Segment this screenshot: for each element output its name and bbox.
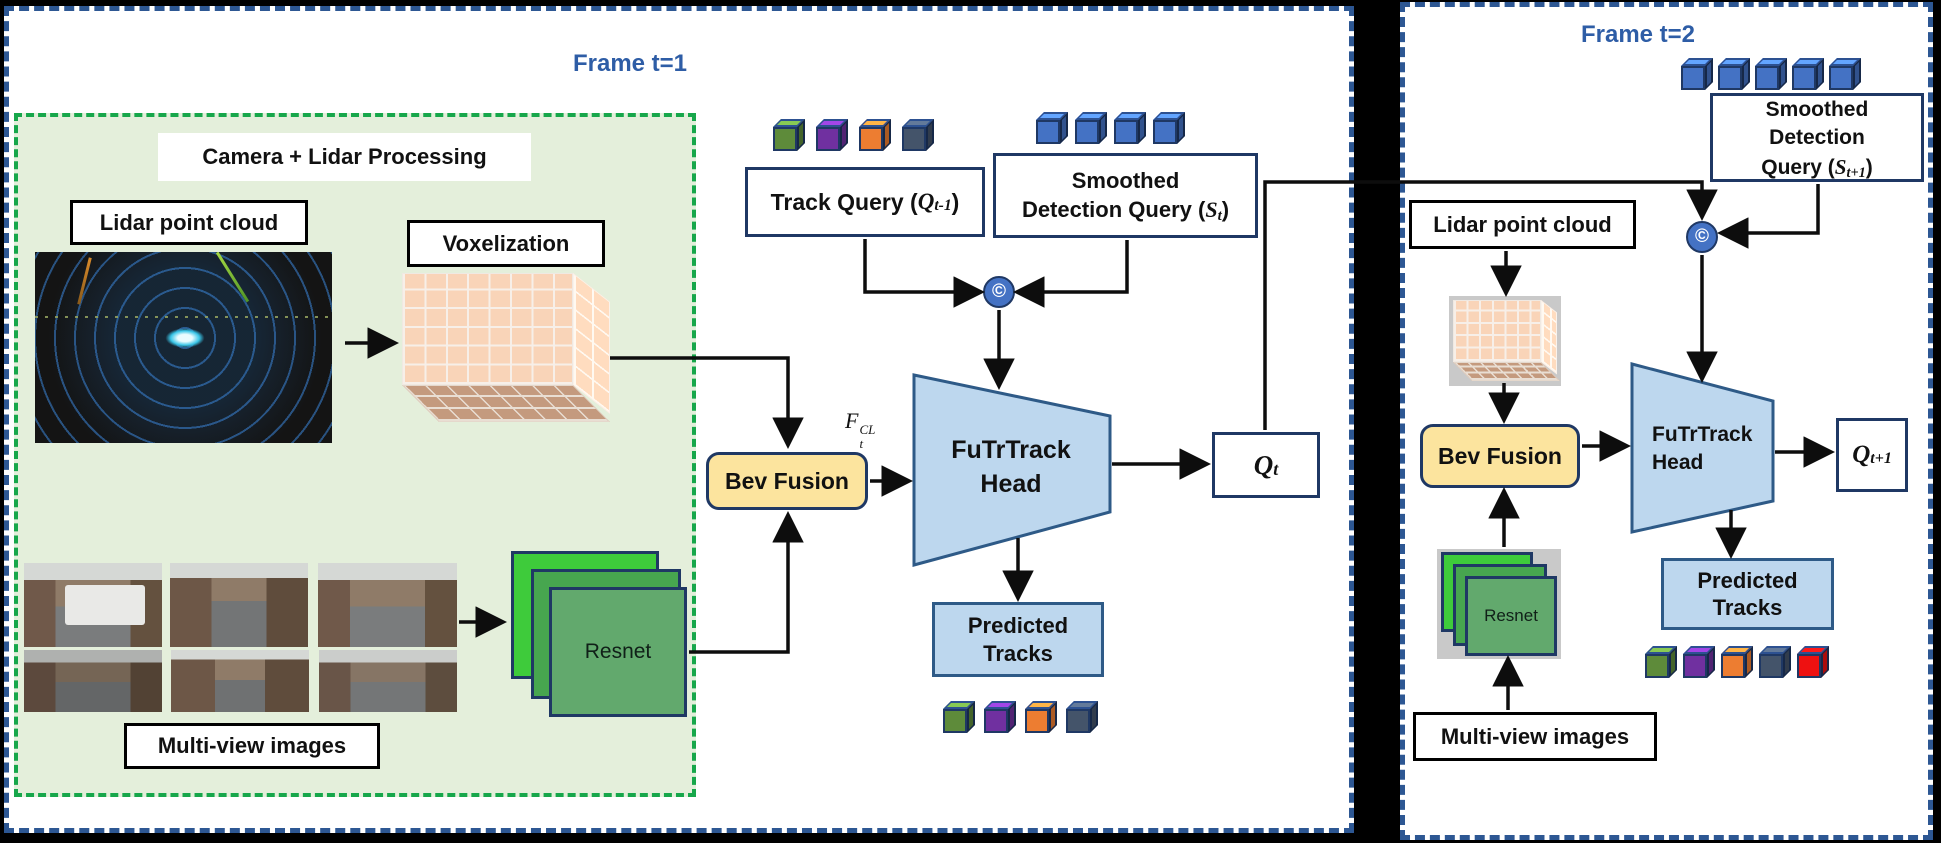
query-cube xyxy=(859,119,891,151)
concat-icon-t1: © xyxy=(983,276,1015,308)
track-cube xyxy=(1721,646,1753,678)
detection-cube xyxy=(1792,58,1824,90)
track-cube xyxy=(1759,646,1791,678)
track-cube xyxy=(984,701,1016,733)
resnet-label-t2: Resnet xyxy=(1484,606,1538,625)
lidar-point-cloud-label-t2: Lidar point cloud xyxy=(1409,200,1636,249)
q-t1-symbol: Q xyxy=(1852,441,1871,468)
camera-image-back-right xyxy=(319,650,457,712)
q-t1-subscript: t+1 xyxy=(1870,450,1892,467)
track-cube xyxy=(1683,646,1715,678)
bev-fusion-label-t2: Bev Fusion xyxy=(1438,442,1562,469)
smoothed-line1-t1: Smoothed xyxy=(1071,167,1180,193)
feature-sup: CL xyxy=(859,422,876,437)
voxel-grid-front-t1 xyxy=(402,273,573,385)
multi-view-images-label-t1: Multi-view images xyxy=(124,723,380,769)
camera-image-back-left xyxy=(24,650,162,712)
track-cube xyxy=(1797,646,1829,678)
detection-cube xyxy=(1153,112,1185,144)
q-t-subscript: t xyxy=(1273,459,1279,479)
smoothed-line2-t2: Detection xyxy=(1769,126,1865,150)
lidar-point-cloud-label-t1: Lidar point cloud xyxy=(70,200,308,245)
smoothed-suffix-t2: ) xyxy=(1865,155,1873,179)
track-cube xyxy=(1645,646,1677,678)
smoothed-line1-t2: Smoothed xyxy=(1765,98,1869,121)
smoothed-subscript-t2: t+1 xyxy=(1846,165,1866,182)
concat-symbol-t2: © xyxy=(1695,226,1709,247)
camera-image-front xyxy=(170,563,308,647)
detection-cube xyxy=(1718,58,1750,90)
query-cube xyxy=(773,119,805,151)
predicted-cubes-t2 xyxy=(1645,646,1829,678)
camera-image-front-left xyxy=(24,563,162,647)
track-query-symbol: Q xyxy=(917,189,935,214)
concat-icon-t2: © xyxy=(1686,221,1718,253)
q-t-symbol: Q xyxy=(1253,449,1274,480)
voxel-grid-front-t2 xyxy=(1453,300,1541,362)
smoothed-line3-prefix-t2: Query ( xyxy=(1761,155,1835,179)
lidar-dot-line xyxy=(35,316,332,318)
multi-view-images-label-t2: Multi-view images xyxy=(1413,712,1657,761)
futrtrack-head-trapezoid-t1 xyxy=(912,373,1112,567)
track-query-cubes xyxy=(773,119,934,151)
smoothed-symbol-t1: S xyxy=(1205,196,1218,222)
smoothed-symbol-t2: S xyxy=(1834,154,1847,179)
smoothed-line2-prefix-t1: Detection Query ( xyxy=(1021,196,1206,222)
detection-cube xyxy=(1755,58,1787,90)
smoothed-subscript-t1: t xyxy=(1217,208,1222,225)
detection-cube xyxy=(1829,58,1861,90)
track-query-prefix: Track Query ( xyxy=(770,188,918,215)
query-cube xyxy=(816,119,848,151)
track-query-suffix: ) xyxy=(951,188,960,215)
resnet-layer-front-t2: Resnet xyxy=(1465,576,1557,656)
smoothed-suffix-t1: ) xyxy=(1221,196,1230,222)
predicted-tracks-box-t1: Predicted Tracks xyxy=(932,602,1104,677)
smoothed-query-cubes-t1 xyxy=(1036,112,1185,144)
bev-fusion-label-t1: Bev Fusion xyxy=(725,467,849,494)
track-cube xyxy=(943,701,975,733)
resnet-layer-front-t1: Resnet xyxy=(549,587,687,717)
predicted-tracks-box-t2: Predicted Tracks xyxy=(1661,558,1834,630)
lidar-scan-rings xyxy=(35,252,332,443)
futrtrack-head-label-t2: FuTrTrack Head xyxy=(1652,422,1753,474)
smoothed-query-cubes-t2 xyxy=(1681,58,1861,90)
feature-sub: t xyxy=(859,435,864,451)
query-cube xyxy=(902,119,934,151)
camera-image-front-right xyxy=(318,563,457,647)
feature-base: F xyxy=(845,408,859,433)
concat-symbol-t1: © xyxy=(992,281,1006,302)
resnet-label-t1: Resnet xyxy=(584,640,652,663)
camera-image-back xyxy=(171,650,309,712)
track-cube xyxy=(1066,701,1098,733)
track-cube xyxy=(1025,701,1057,733)
lidar-point-cloud-image xyxy=(35,252,332,443)
voxelization-label: Voxelization xyxy=(407,220,605,267)
smoothed-detection-query-box-t1: Smoothed Detection Query (St) xyxy=(993,153,1258,238)
voxel-grid-side-t2 xyxy=(1541,300,1557,375)
bev-fusion-box-t1: Bev Fusion xyxy=(706,452,868,510)
detection-cube xyxy=(1681,58,1713,90)
voxel-grid-bottom-t2 xyxy=(1453,362,1560,381)
smoothed-detection-query-box-t2: Smoothed Detection Query (St+1) xyxy=(1710,93,1924,182)
track-query-subscript: t-1 xyxy=(934,196,952,214)
camera-lidar-processing-label: Camera + Lidar Processing xyxy=(158,133,531,181)
futrtrack-head-shape-t1 xyxy=(912,373,1112,567)
detection-cube xyxy=(1075,112,1107,144)
bev-fusion-box-t2: Bev Fusion xyxy=(1420,424,1580,488)
detection-cube xyxy=(1036,112,1068,144)
predicted-cubes-t1 xyxy=(943,701,1098,733)
voxel-grid-bottom-t1 xyxy=(402,385,610,422)
detection-cube xyxy=(1114,112,1146,144)
frame1-title: Frame t=1 xyxy=(572,50,688,77)
frame2-title: Frame t=2 xyxy=(1580,21,1696,48)
futrtrack-head-label-t1: FuTrTrack Head xyxy=(951,436,1071,498)
